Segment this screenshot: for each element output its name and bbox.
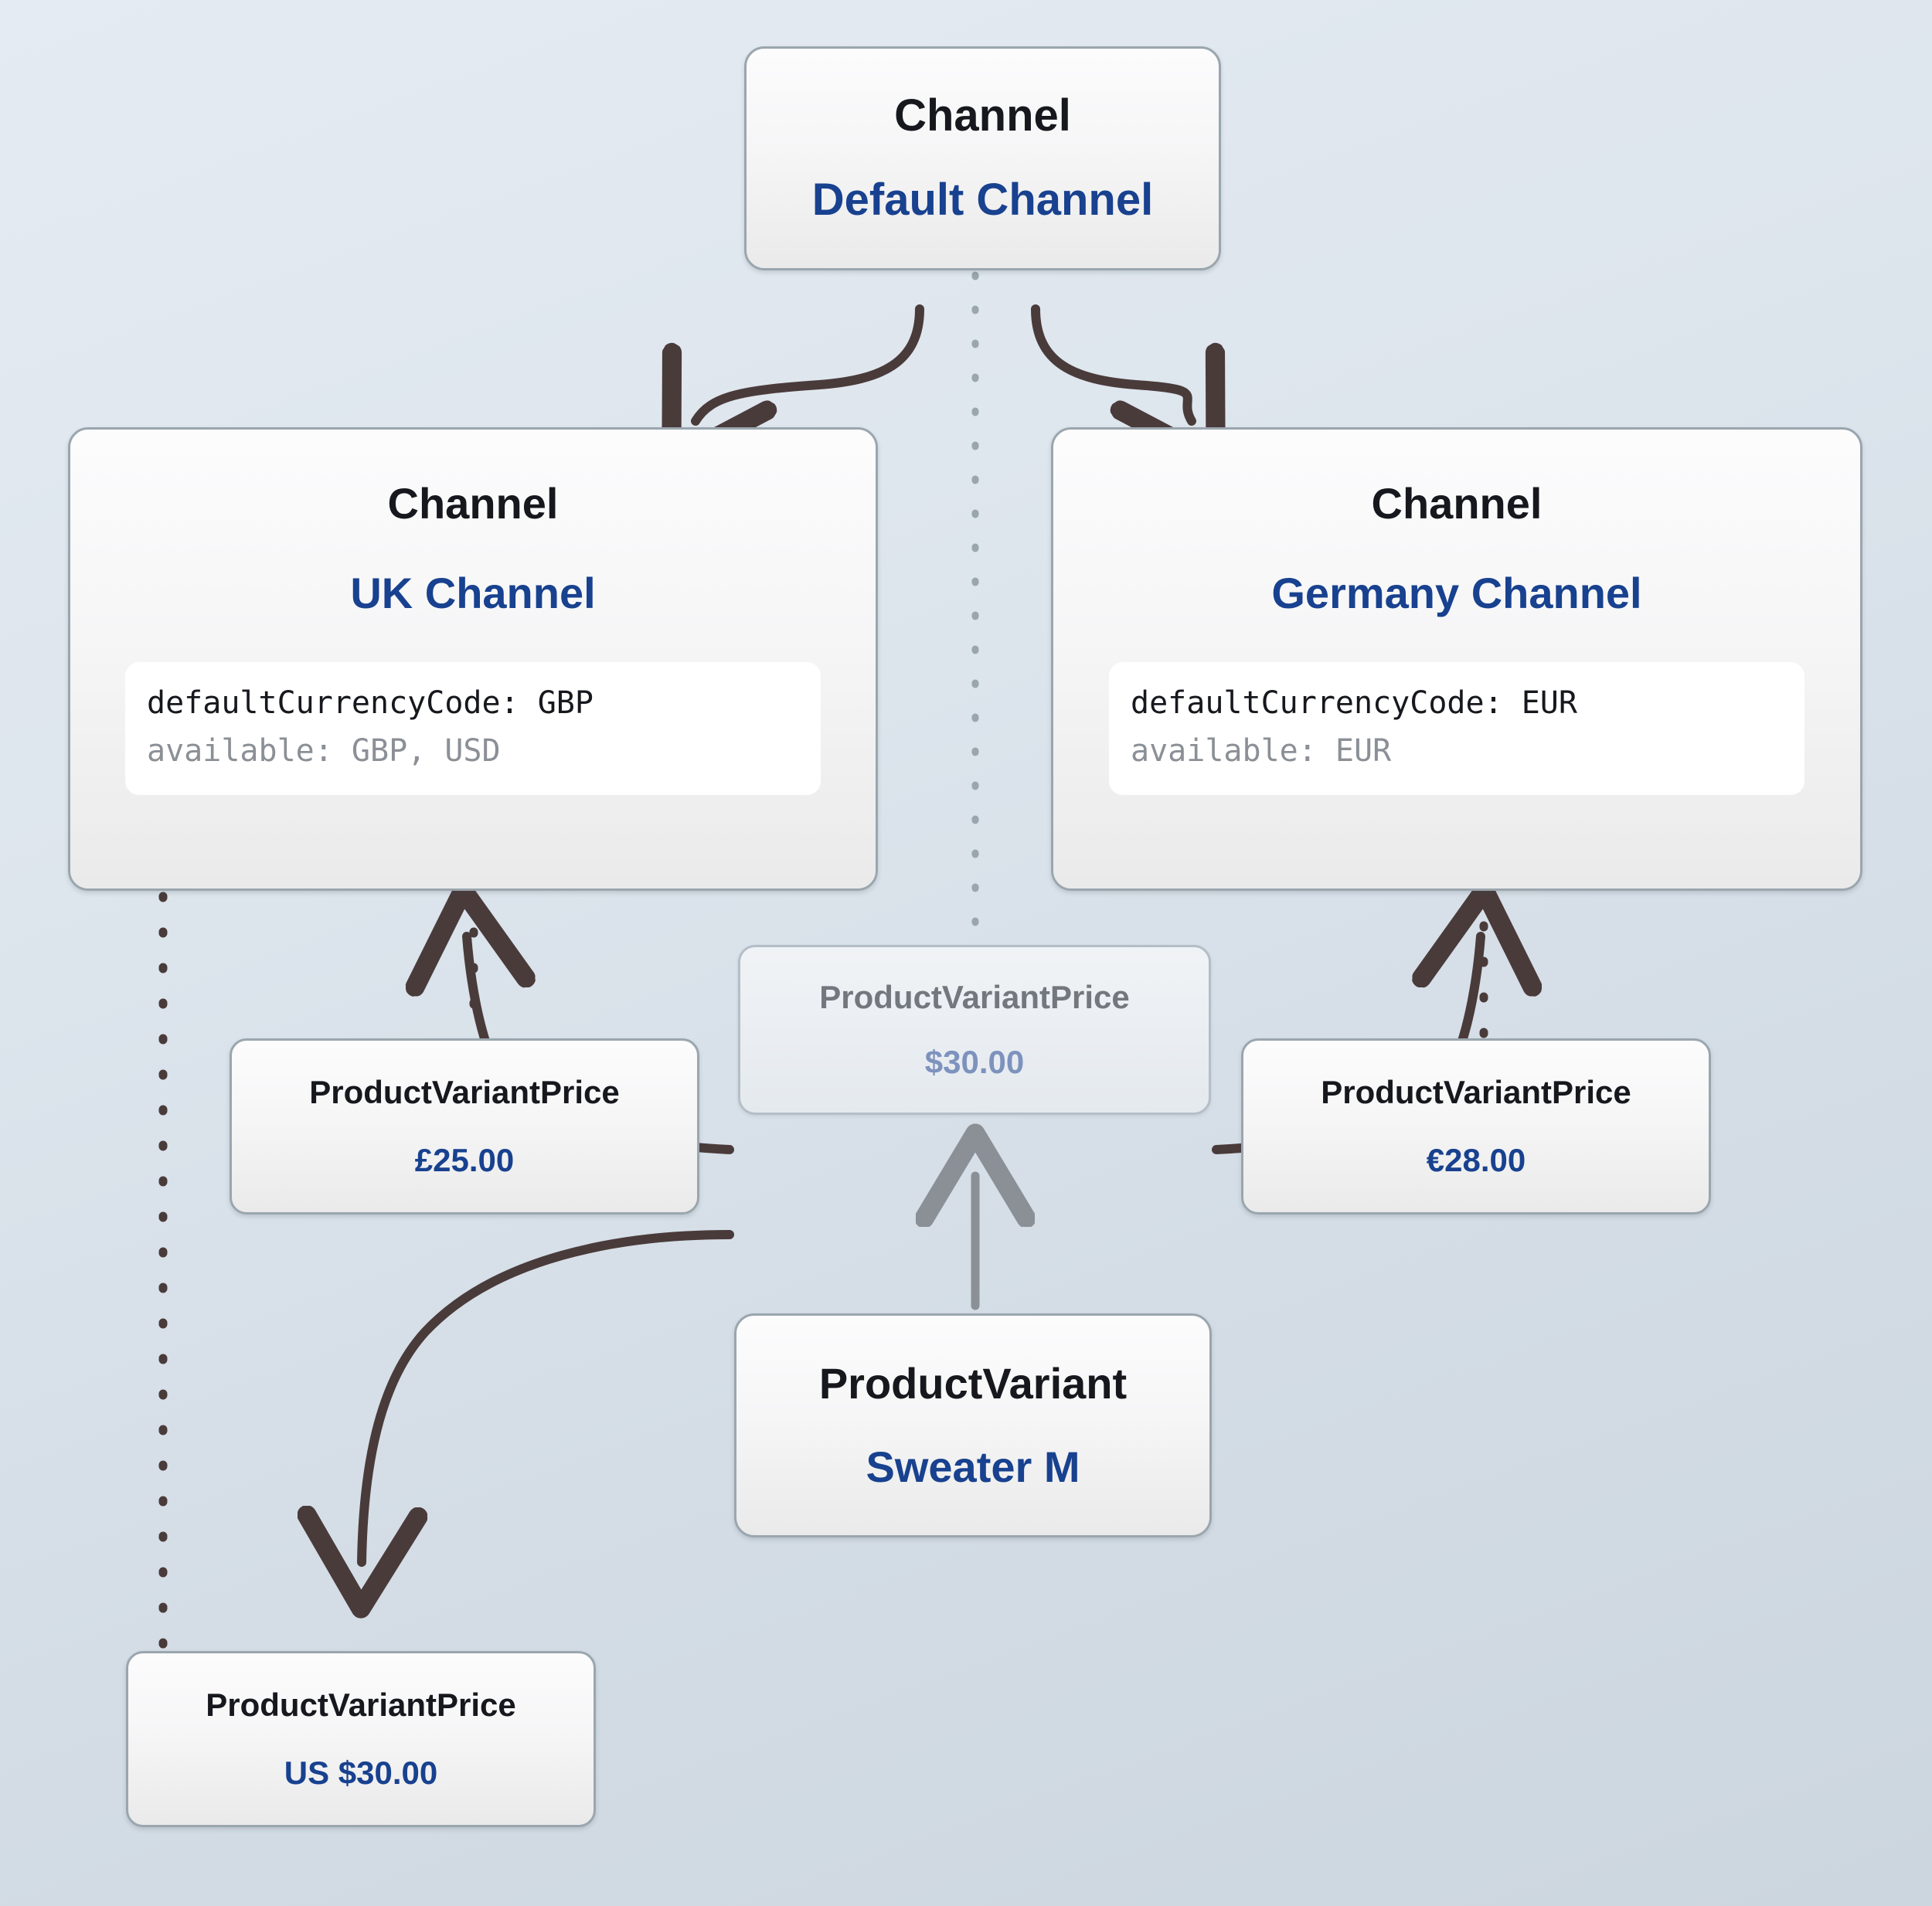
node-value-label: $30.00 [924,1044,1025,1080]
node-value-label: US $30.00 [284,1755,438,1791]
node-value-label: UK Channel [350,569,596,618]
default-currency-code-line: defaultCurrencyCode: EUR [1131,685,1577,721]
edge-product-variant-to-us-price [362,1230,734,1562]
node-price-usd-default[interactable]: ProductVariantPrice $30.00 [738,945,1211,1115]
node-product-variant[interactable]: ProductVariant Sweater M [734,1313,1212,1537]
node-price-us[interactable]: ProductVariantPrice US $30.00 [126,1651,596,1827]
node-type-label: ProductVariantPrice [819,978,1130,1015]
edge-default-channel-to-uk-channel [696,304,924,421]
available-currencies-line: available: GBP, USD [147,732,501,769]
node-type-label: Channel [387,479,559,528]
default-currency-code-line: defaultCurrencyCode: GBP [147,685,594,721]
node-type-label: ProductVariantPrice [206,1686,516,1723]
node-value-label: Germany Channel [1271,569,1642,618]
node-type-label: ProductVariantPrice [309,1073,620,1110]
node-value-label: £25.00 [414,1142,515,1178]
node-germany-channel[interactable]: Channel Germany Channel defaultCurrencyC… [1051,427,1862,891]
node-price-eur[interactable]: ProductVariantPrice €28.00 [1241,1038,1711,1215]
node-value-label: €28.00 [1426,1142,1526,1178]
node-type-label: Channel [894,90,1071,141]
node-type-label: Channel [1371,479,1543,528]
node-type-label: ProductVariantPrice [1321,1073,1631,1110]
node-price-gbp[interactable]: ProductVariantPrice £25.00 [230,1038,699,1215]
node-value-label: Sweater M [866,1442,1080,1491]
node-type-label: ProductVariant [818,1358,1128,1408]
available-currencies-line: available: EUR [1131,732,1392,769]
node-value-label: Default Channel [811,175,1154,225]
node-default-channel[interactable]: Channel Default Channel [744,46,1221,270]
edge-default-channel-to-germany-channel [1031,304,1192,421]
currency-code-panel: defaultCurrencyCode: GBP available: GBP,… [125,661,821,795]
node-uk-channel[interactable]: Channel UK Channel defaultCurrencyCode: … [68,427,878,891]
currency-code-panel: defaultCurrencyCode: EUR available: EUR [1109,661,1804,795]
